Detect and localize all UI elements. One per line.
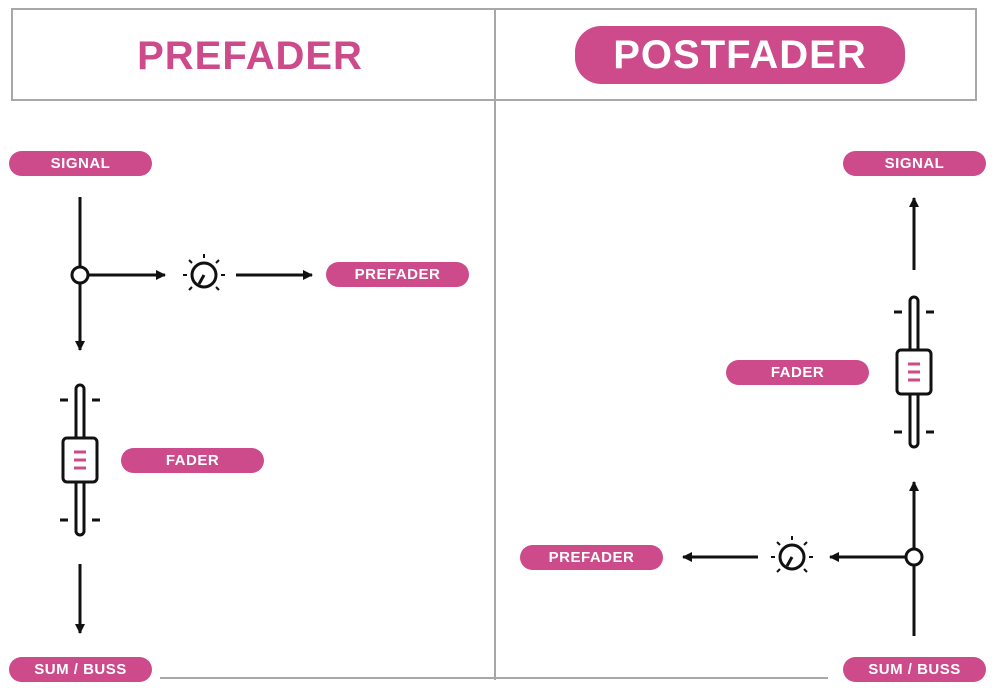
- fader-icon: [894, 295, 934, 449]
- postfader-title: POSTFADER: [575, 26, 905, 84]
- junction-node-icon: [904, 547, 924, 567]
- postfader-sum-buss-label: SUM / BUSS: [843, 657, 986, 682]
- bottom-rule: [160, 677, 828, 679]
- knob-icon: [771, 536, 813, 573]
- prefader-sum-buss-label: SUM / BUSS: [9, 657, 152, 682]
- junction-node-icon: [70, 265, 90, 285]
- knob-icon: [183, 254, 225, 291]
- prefader-prefader-label: PREFADER: [326, 262, 469, 287]
- panel-divider: [494, 8, 496, 680]
- postfader-flow: [682, 197, 919, 636]
- prefader-flow: [75, 197, 313, 634]
- postfader-prefader-label: PREFADER: [520, 545, 663, 570]
- prefader-fader-label: FADER: [121, 448, 264, 473]
- prefader-title: PREFADER: [137, 34, 363, 78]
- fader-icon: [60, 383, 100, 537]
- postfader-signal-label: SIGNAL: [843, 151, 986, 176]
- postfader-fader-label: FADER: [726, 360, 869, 385]
- prefader-signal-label: SIGNAL: [9, 151, 152, 176]
